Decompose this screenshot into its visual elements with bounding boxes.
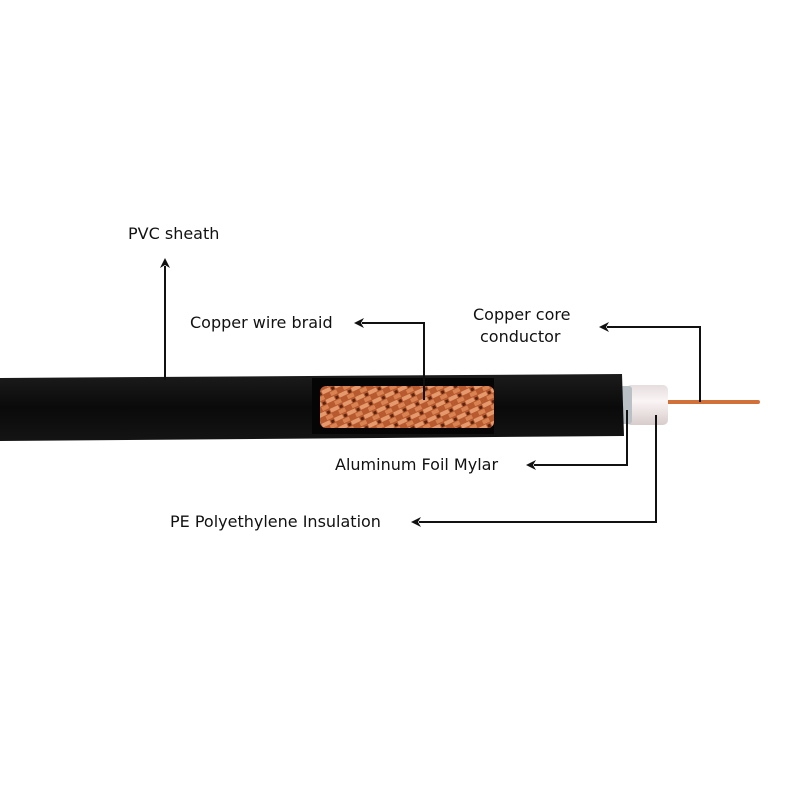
foil-leader-arrow (526, 410, 628, 470)
aluminum-foil-label: Aluminum Foil Mylar (335, 455, 499, 474)
copper-braid (320, 386, 494, 428)
copper-core-label-line1: Copper core (473, 305, 571, 324)
braid-leader-arrow (354, 318, 425, 400)
pe-insulation-label: PE Polyethylene Insulation (170, 512, 381, 531)
insulation-leader-arrow (411, 415, 657, 527)
copper-wire-braid-label: Copper wire braid (190, 313, 333, 332)
core-leader-arrow (599, 322, 701, 402)
copper-core (660, 400, 760, 404)
copper-core-label-line2: conductor (480, 327, 561, 346)
pe-insulation (626, 385, 668, 425)
pvc-sheath-label: PVC sheath (128, 224, 220, 243)
